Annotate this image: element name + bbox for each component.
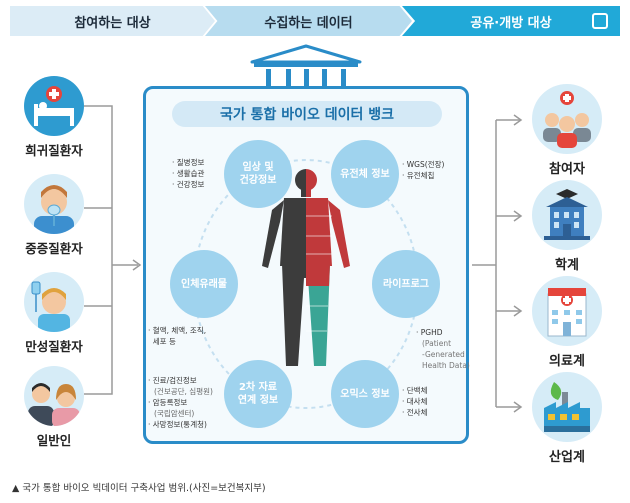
note-clinical: · 질병정보 · 생활습관 · 건강정보 bbox=[172, 158, 205, 189]
patient-oxygen-mask-icon bbox=[24, 174, 84, 234]
participant-rare-disease: 희귀질환자 bbox=[14, 76, 94, 159]
hospital-building-icon bbox=[532, 276, 602, 346]
bank-title: 국가 통합 바이오 데이터 뱅크 bbox=[172, 101, 442, 127]
node-biospecimen: 인체유래물 bbox=[170, 250, 238, 318]
header-step-sharing-targets: 공유·개방 대상 bbox=[402, 6, 620, 36]
factory-eco-icon bbox=[532, 372, 602, 442]
recipient-label: 참여자 bbox=[549, 162, 585, 177]
header-step-collected-data: 수집하는 데이터 bbox=[205, 6, 412, 36]
university-building-icon bbox=[532, 180, 602, 250]
participant-label: 만성질환자 bbox=[25, 339, 83, 354]
note-secondary: · 진료/검진정보 (건보공단, 심평원) · 암등록정보 (국립암센터) · … bbox=[148, 376, 213, 429]
participant-general-public: 일반인 bbox=[14, 366, 94, 449]
participant-severe-disease: 중증질환자 bbox=[14, 174, 94, 257]
group-people-icon bbox=[532, 84, 602, 154]
header-step-participants: 참여하는 대상 bbox=[10, 6, 215, 36]
people-couple-icon bbox=[24, 366, 84, 426]
participant-label: 일반인 bbox=[36, 433, 72, 448]
human-body-figure bbox=[262, 169, 350, 366]
recipient-academia: 학계 bbox=[517, 180, 617, 273]
node-lifelog: 라이프로그 bbox=[372, 250, 440, 318]
node-clinical-health-info: 임상 및 건강정보 bbox=[224, 140, 292, 208]
recipient-label: 학계 bbox=[555, 258, 579, 273]
note-omics: · 단백체 · 대사체 · 전사체 bbox=[402, 386, 428, 417]
recipient-participants: 참여자 bbox=[517, 84, 617, 177]
patient-iv-drip-icon bbox=[24, 272, 84, 332]
note-biospecimen: · 혈액, 체액, 조직, 세포 등 bbox=[148, 326, 207, 346]
recipient-industry: 산업계 bbox=[517, 372, 617, 465]
participant-chronic-disease: 만성질환자 bbox=[14, 272, 94, 355]
note-genome: · WGS(전장) · 유전체칩 bbox=[402, 160, 445, 180]
node-genome-info: 유전체 정보 bbox=[331, 140, 399, 208]
building-roof-icon bbox=[250, 44, 362, 87]
participant-label: 중증질환자 bbox=[25, 241, 83, 256]
node-omics-info: 오믹스 정보 bbox=[331, 360, 399, 428]
figure-caption: ▲ 국가 통합 바이오 빅데이터 구축사업 범위.(사진=보건복지부) bbox=[12, 483, 266, 494]
note-lifelog: · PGHD (Patient -Generated Health Data) bbox=[416, 328, 470, 370]
recipient-label: 산업계 bbox=[549, 450, 585, 465]
recipient-medical: 의료계 bbox=[517, 276, 617, 369]
node-secondary-linked-info: 2차 자료 연계 정보 bbox=[224, 360, 292, 428]
expand-icon[interactable] bbox=[592, 13, 608, 29]
participant-label: 희귀질환자 bbox=[25, 143, 83, 158]
recipient-label: 의료계 bbox=[549, 354, 585, 369]
hospital-bed-icon bbox=[24, 76, 84, 136]
